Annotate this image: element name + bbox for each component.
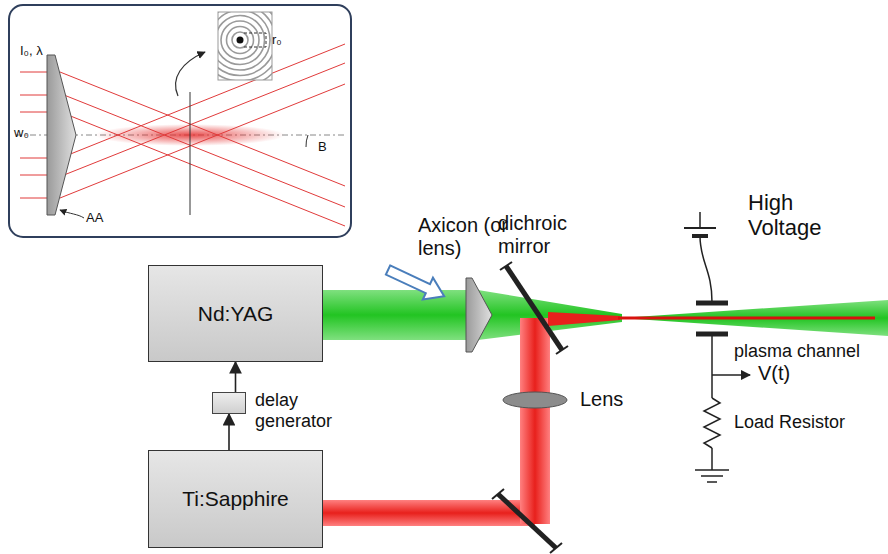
inset-panel <box>190 92 191 215</box>
signal-arrow <box>235 362 237 392</box>
inset-panel <box>306 135 308 147</box>
mirror <box>492 489 562 553</box>
inset-panel <box>60 210 84 218</box>
inset-panel <box>176 52 205 96</box>
annotation-label: High Voltage <box>748 190 844 241</box>
laser-box: Ti:Sapphire <box>148 450 323 548</box>
hv-circuit <box>684 227 716 229</box>
inset-panel <box>68 115 345 226</box>
red-beam <box>618 317 875 320</box>
inset-panel <box>218 12 272 80</box>
inset-panel <box>227 27 254 54</box>
hv-circuit <box>711 336 713 398</box>
red-beam <box>520 318 550 524</box>
node-label: Nd:YAG <box>198 302 273 326</box>
delay-box: delay generator <box>212 392 246 414</box>
annotation-label: Axicon (or lens) <box>418 214 510 260</box>
node-label: Ti:Sapphire <box>182 487 289 511</box>
signal-arrow <box>228 414 230 450</box>
annotation-label: Lens <box>580 388 623 411</box>
inset-panel <box>64 95 345 207</box>
mirror <box>550 543 562 553</box>
red-beam <box>323 500 535 526</box>
hv-circuit <box>696 332 728 337</box>
inset-panel <box>218 12 272 76</box>
node-label: delay generator <box>255 390 347 431</box>
inset-panel <box>218 12 272 80</box>
hv-circuit <box>712 374 750 376</box>
annotation-label: dichroic mirror <box>498 212 594 258</box>
hv-circuit <box>696 301 728 306</box>
annotation-label: plasma channel <box>734 341 860 362</box>
hv-circuit <box>695 469 729 471</box>
inset-panel <box>232 32 248 48</box>
annotation-label: AA <box>86 211 103 226</box>
red-beam <box>323 312 875 526</box>
annotation-label: B <box>318 140 327 155</box>
dichroic-mirror <box>500 262 512 270</box>
annotation-label: w₀ <box>14 126 29 141</box>
pointer-arrow <box>383 259 449 307</box>
inset-panel <box>64 63 345 175</box>
dichroic-mirror <box>506 266 562 350</box>
inset-panel <box>244 33 266 47</box>
inset-panel <box>218 12 270 70</box>
focusing-lens <box>503 392 567 408</box>
inset-panel <box>218 16 265 65</box>
green-beam <box>323 290 888 340</box>
red-beam <box>548 312 620 326</box>
annotation-label: I₀, λ <box>20 44 43 59</box>
inset-panel <box>218 12 272 80</box>
green-beam <box>323 290 468 340</box>
annotation-label: V(t) <box>758 362 790 385</box>
hv-circuit <box>707 481 717 483</box>
mirror <box>498 494 556 548</box>
inset-panel <box>218 12 272 80</box>
dichroic-mirror <box>500 262 568 354</box>
axicon-lens <box>47 55 76 215</box>
annotation-label: r₀ <box>272 33 282 48</box>
dichroic-mirror <box>556 346 568 354</box>
inset-panel <box>221 21 259 59</box>
inset-panel <box>218 12 272 80</box>
pointer-arrow <box>383 259 449 307</box>
hv-circuit <box>701 475 723 477</box>
inset-panel <box>9 5 351 237</box>
inset-panel <box>68 44 345 155</box>
hv-circuit <box>699 212 701 228</box>
inset-panel <box>9 0 351 237</box>
axicon-lens <box>466 278 492 352</box>
annotation-label: Load Resistor <box>734 412 845 433</box>
hv-circuit <box>704 398 720 448</box>
mirror <box>492 489 504 499</box>
inset-panel <box>60 44 345 226</box>
laser-box: Nd:YAG <box>148 265 323 362</box>
hv-circuit <box>700 236 712 302</box>
hv-circuit <box>711 448 713 470</box>
inset-panel <box>237 37 244 44</box>
